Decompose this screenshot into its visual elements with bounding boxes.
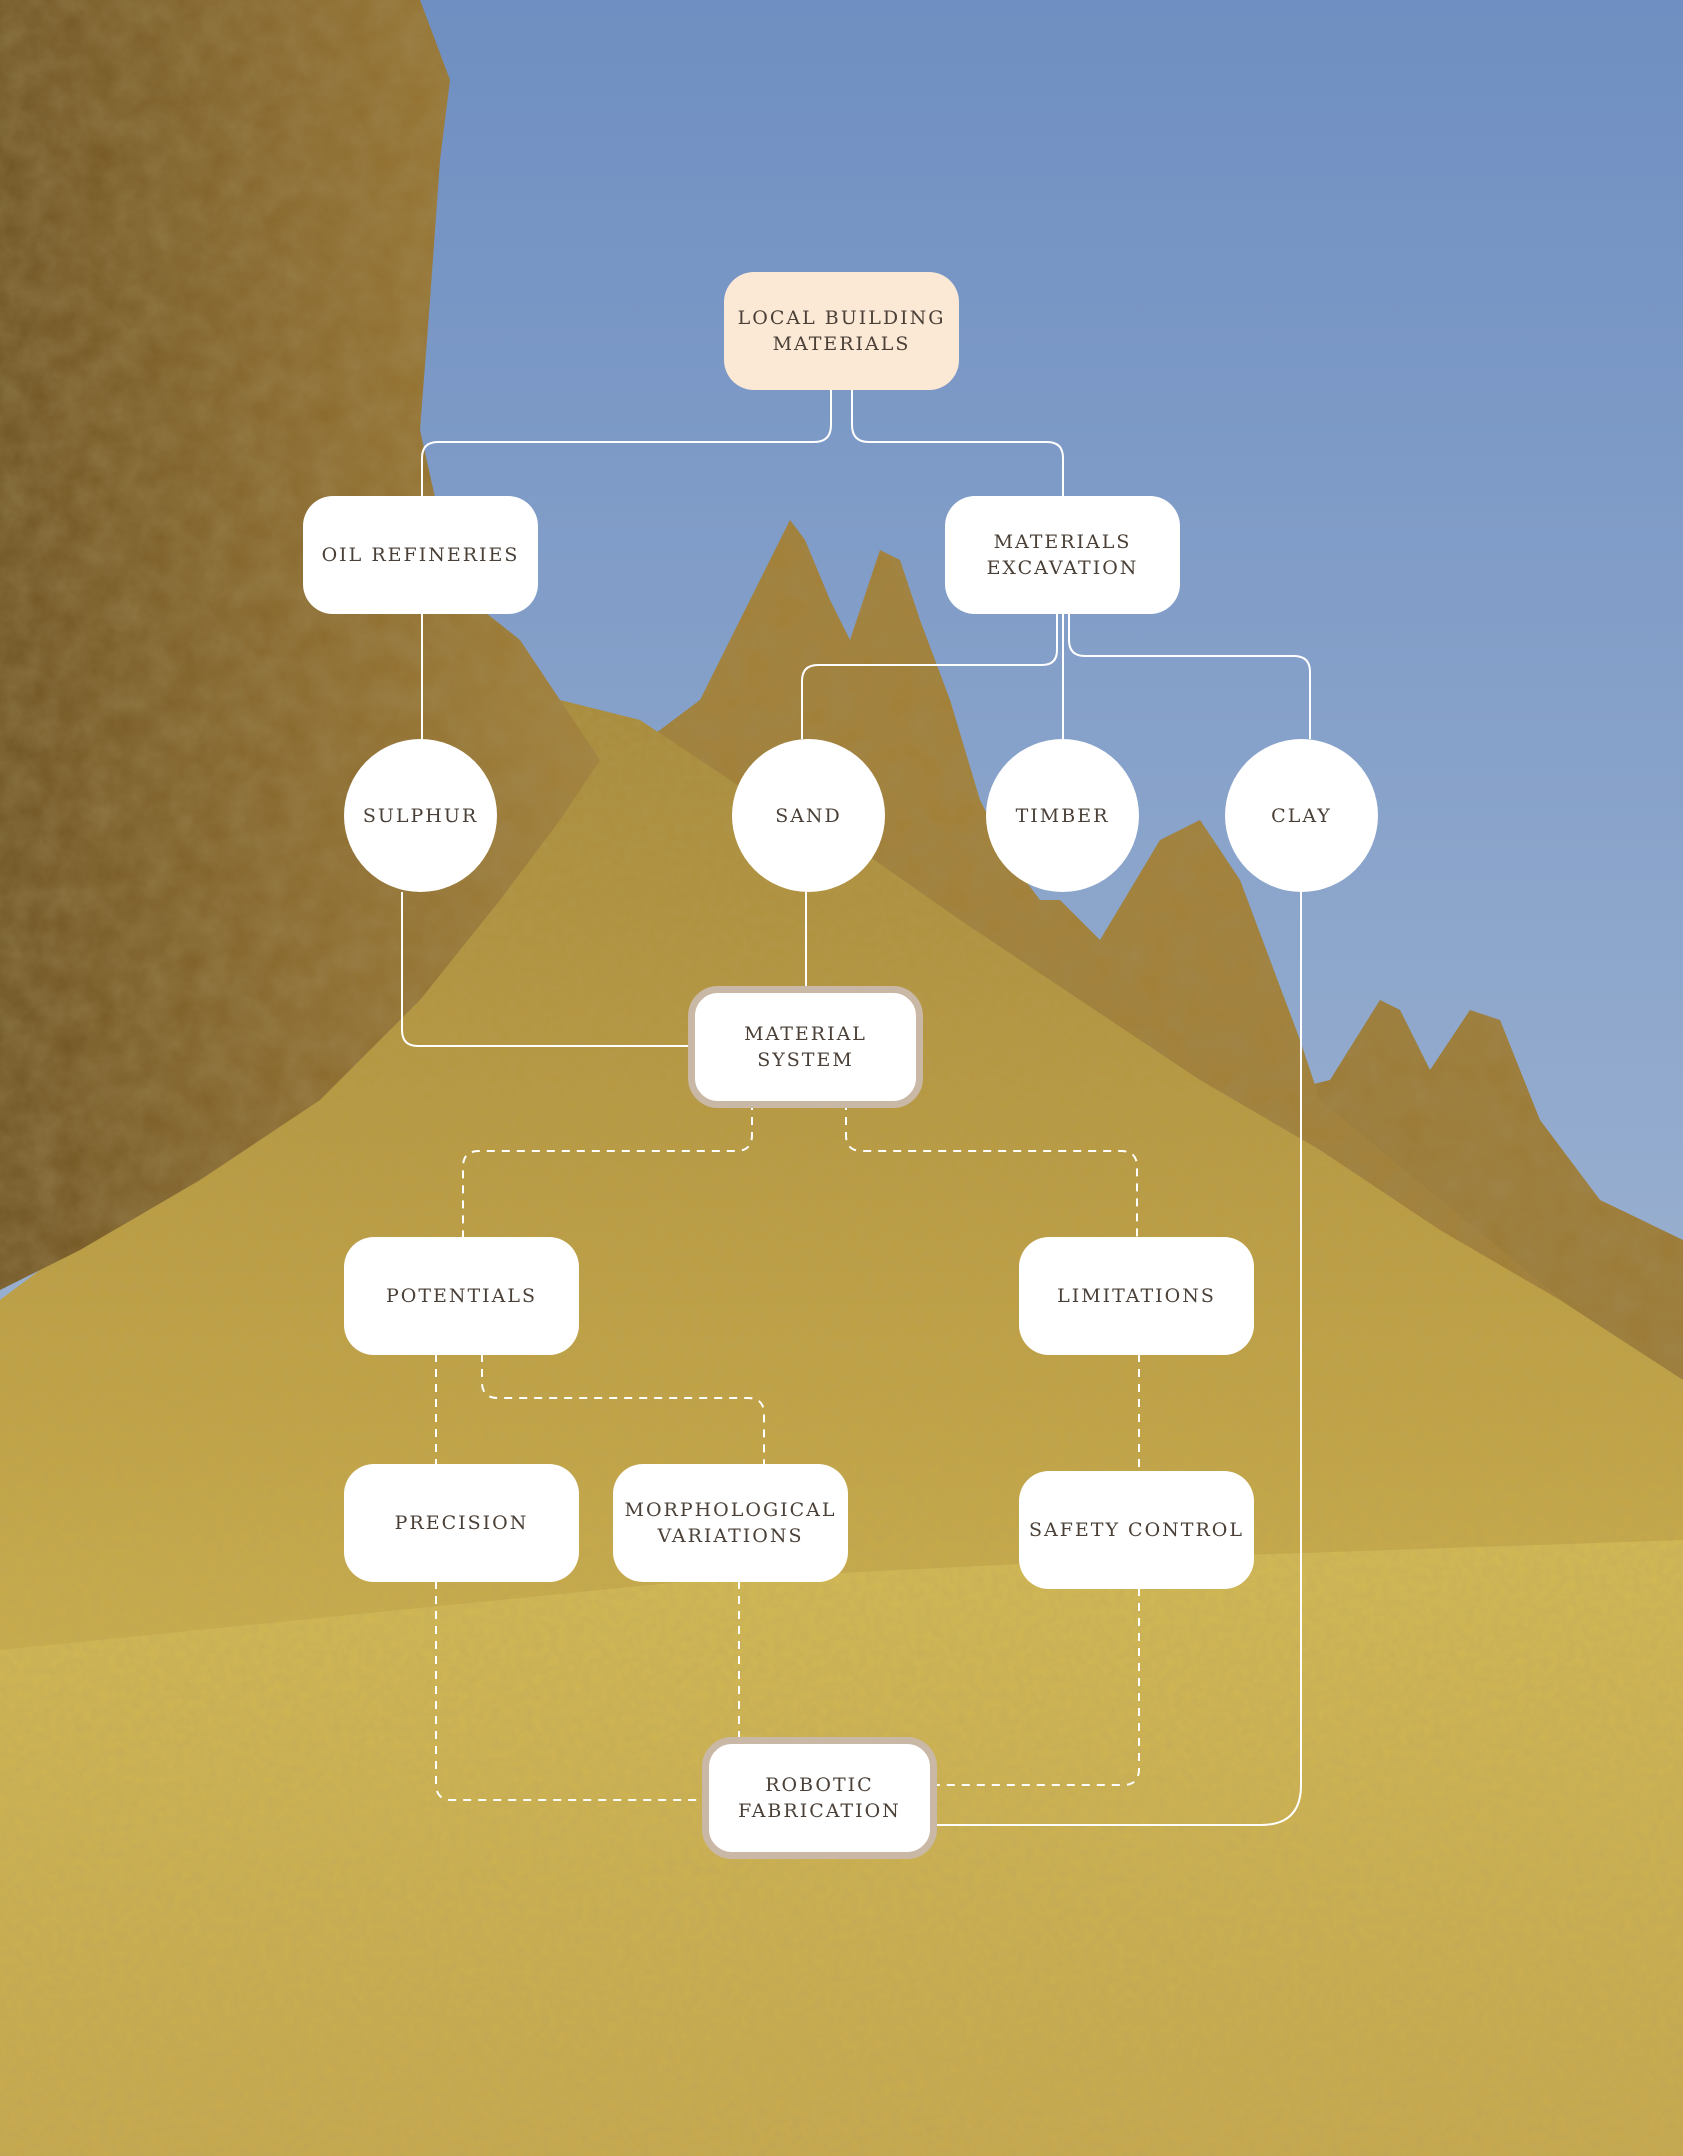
edge-root-oil-refineries — [421, 390, 832, 497]
node-materials-excavation: MATERIALS EXCAVATION — [945, 496, 1180, 614]
connector-lines — [401, 390, 1311, 1826]
node-limitations: LIMITATIONS — [1019, 1237, 1254, 1355]
node-safety-control: SAFETY CONTROL — [1019, 1471, 1254, 1589]
node-timber: TIMBER — [986, 739, 1139, 892]
node-label: PRECISION — [394, 1512, 529, 1534]
node-clay: CLAY — [1225, 739, 1378, 892]
node-local-building-materials: LOCAL BUILDING MATERIALS — [724, 272, 959, 390]
edge-potentials-morphological — [481, 1354, 765, 1464]
edge-clay-robotic-fabrication — [935, 892, 1302, 1826]
edge-excavation-sand — [801, 614, 1058, 739]
node-sulphur: SULPHUR — [344, 739, 497, 892]
node-label: SULPHUR — [362, 804, 479, 827]
node-label: ROBOTIC FABRICATION — [738, 1774, 901, 1822]
node-label: OIL REFINERIES — [321, 544, 520, 566]
node-label: TIMBER — [1015, 804, 1110, 827]
node-oil-refineries: OIL REFINERIES — [303, 496, 538, 614]
edge-material-system-potentials — [462, 1102, 753, 1237]
node-label: CLAY — [1271, 804, 1332, 827]
node-label: LIMITATIONS — [1057, 1285, 1216, 1307]
edge-material-system-limitations — [845, 1102, 1138, 1237]
edge-root-materials-excavation — [851, 390, 1064, 497]
node-label: SAFETY CONTROL — [1029, 1519, 1244, 1541]
edge-excavation-clay — [1068, 614, 1311, 739]
node-robotic-fabrication: ROBOTIC FABRICATION — [702, 1737, 937, 1859]
node-label: SAND — [775, 804, 842, 827]
node-sand: SAND — [732, 739, 885, 892]
node-morphological-variations: MORPHOLOGICAL VARIATIONS — [613, 1464, 848, 1582]
node-label: LOCAL BUILDING MATERIALS — [737, 307, 946, 355]
node-material-system: MATERIAL SYSTEM — [688, 986, 923, 1108]
node-label: MATERIAL SYSTEM — [744, 1023, 867, 1071]
node-potentials: POTENTIALS — [344, 1237, 579, 1355]
edge-safety-control-robotic-fabrication — [935, 1588, 1140, 1786]
node-precision: PRECISION — [344, 1464, 579, 1582]
edge-sulphur-material-system — [401, 892, 693, 1047]
node-label: POTENTIALS — [385, 1285, 538, 1307]
node-label: MORPHOLOGICAL VARIATIONS — [624, 1499, 837, 1547]
edge-precision-robotic-fabrication — [435, 1581, 703, 1801]
node-label: MATERIALS EXCAVATION — [986, 531, 1139, 579]
